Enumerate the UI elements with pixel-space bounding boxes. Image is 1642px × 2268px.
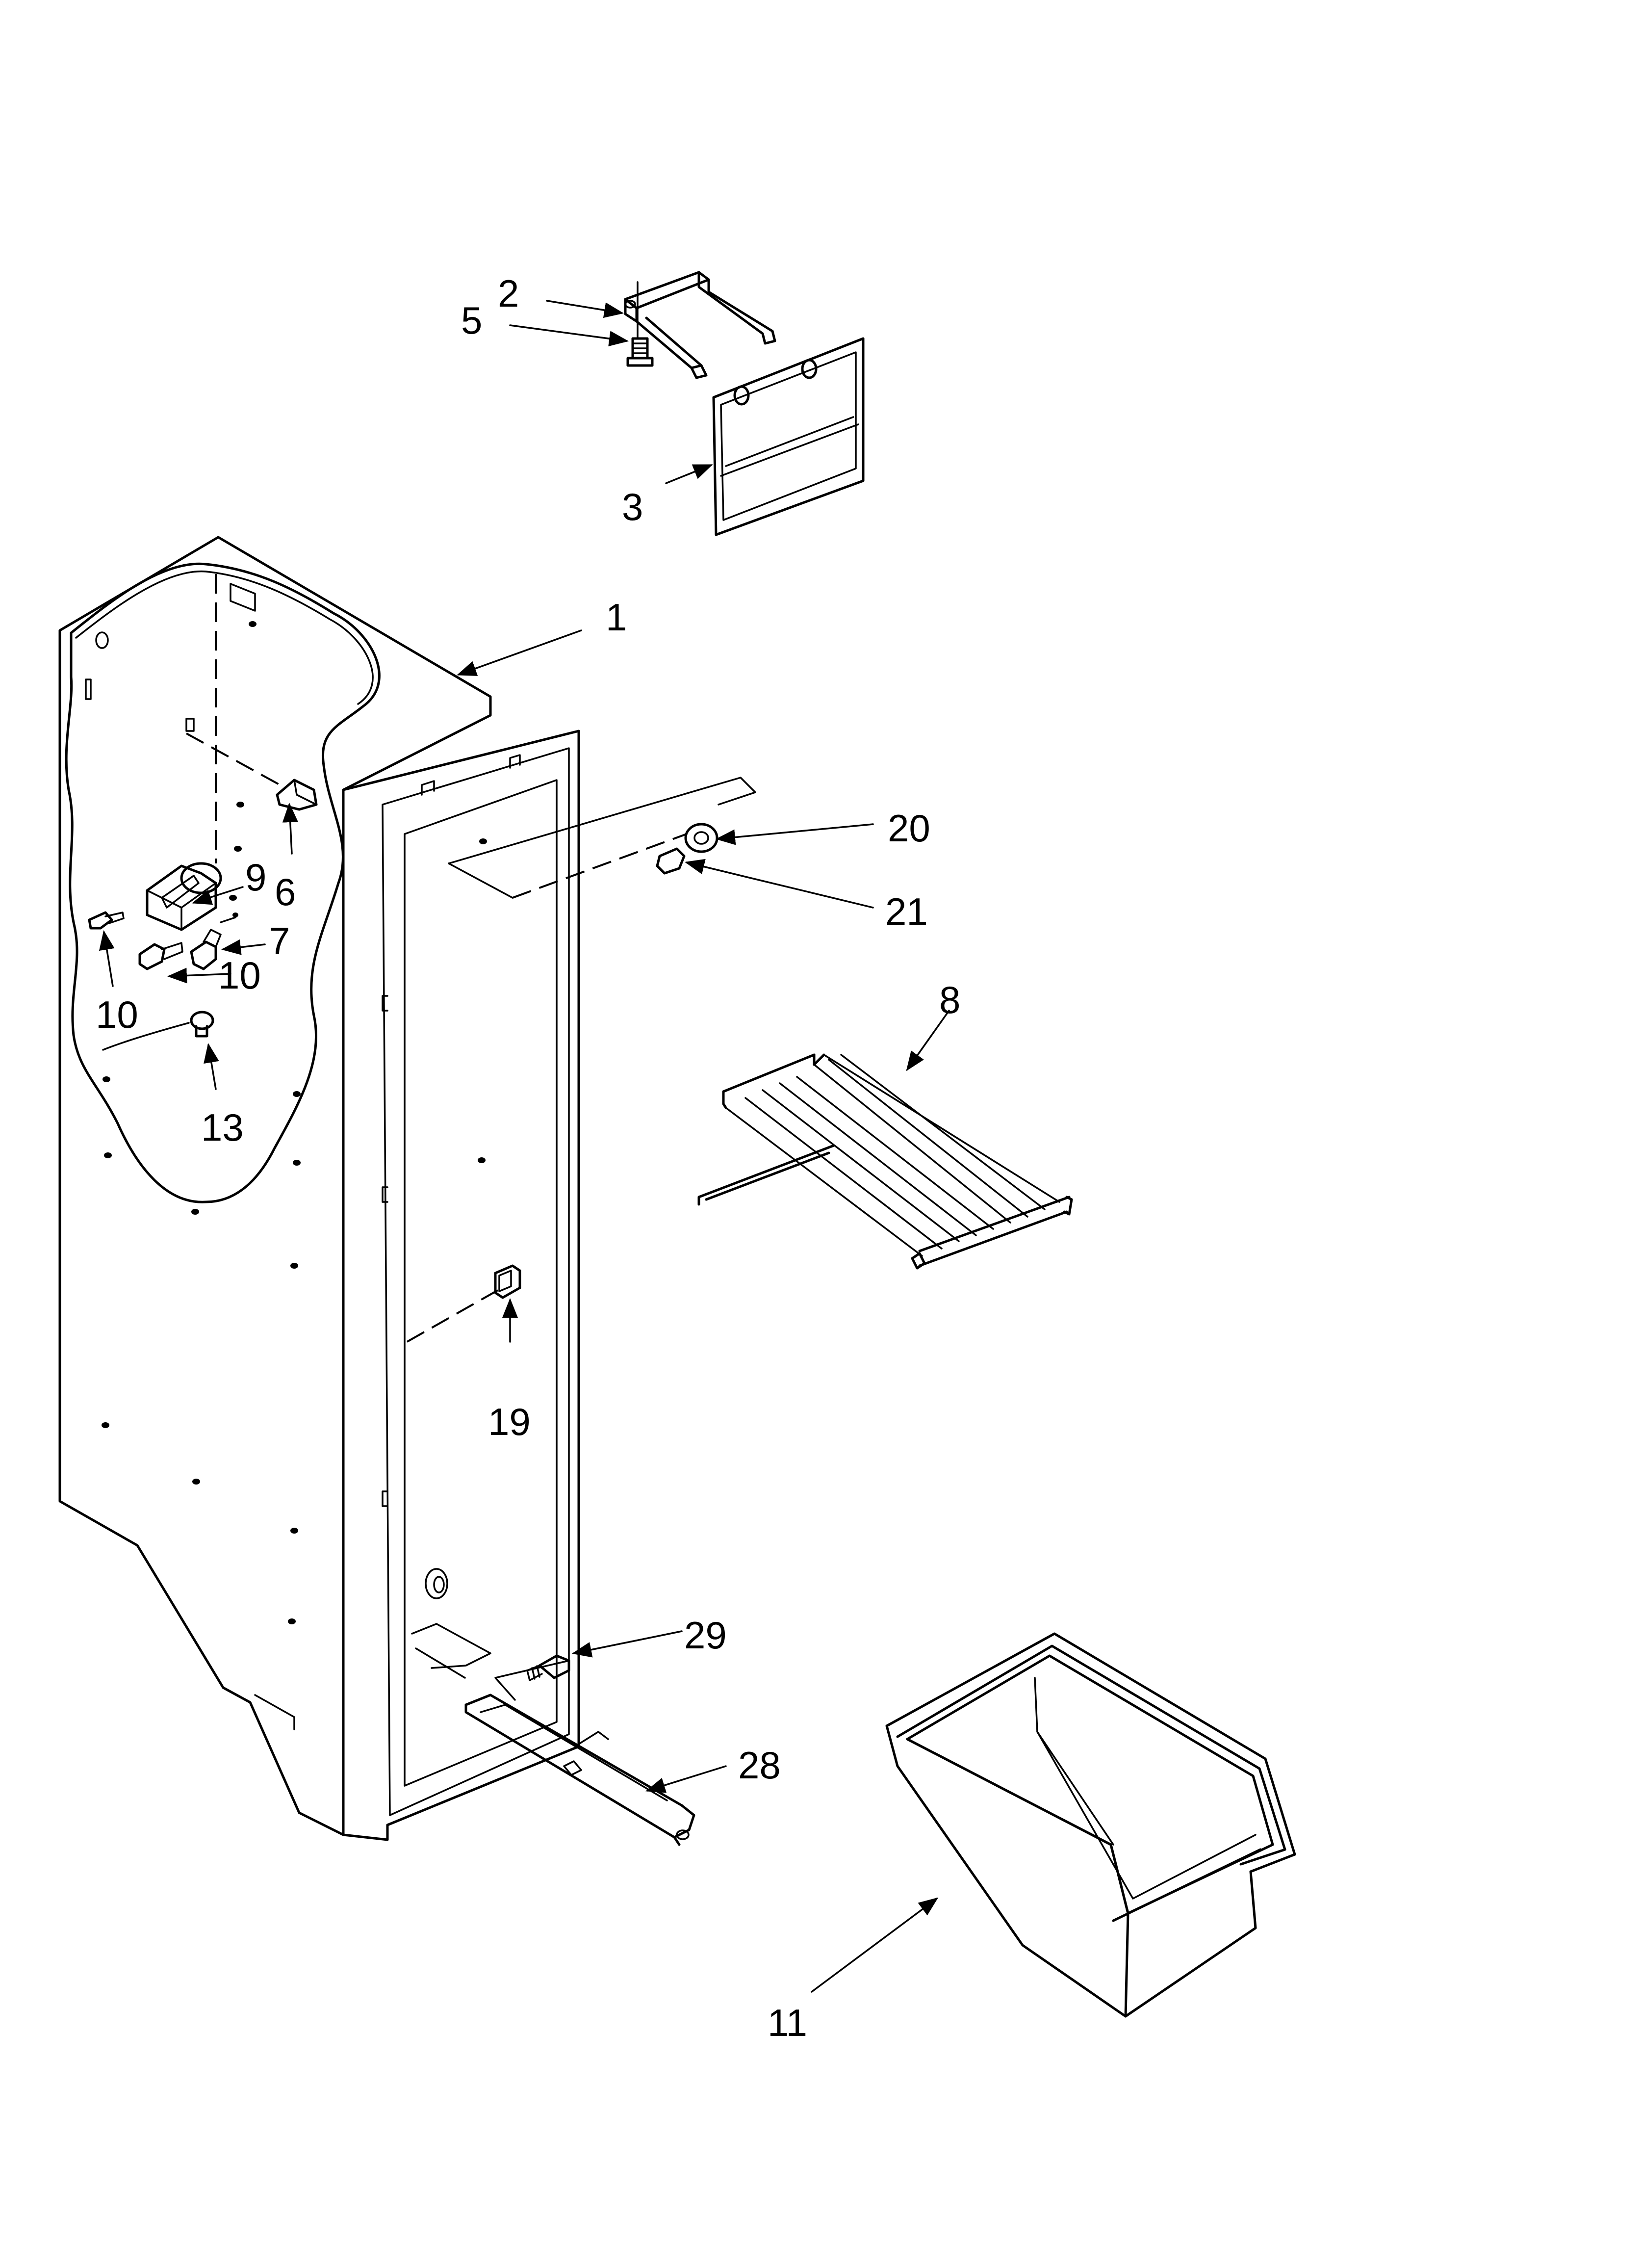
part-20-21-roller bbox=[448, 777, 756, 899]
callout-labels: 2 5 3 1 9 6 7 10 10 13 19 20 21 8 29 28 … bbox=[96, 272, 960, 2044]
part-10-screw-b bbox=[138, 942, 183, 970]
callout-2: 2 bbox=[498, 272, 519, 315]
part-11-bin bbox=[885, 1632, 1296, 2018]
part-13-plug bbox=[190, 1011, 214, 1038]
callout-19: 19 bbox=[488, 1400, 531, 1443]
callout-13: 13 bbox=[201, 1106, 244, 1149]
part-1-liner bbox=[58, 536, 580, 1841]
callout-11: 11 bbox=[768, 2001, 807, 2044]
part-7-clip bbox=[190, 912, 238, 970]
part-3-panel bbox=[712, 337, 865, 536]
liner-holes bbox=[102, 621, 487, 1624]
part-19-switch bbox=[407, 1264, 521, 1343]
callout-6: 6 bbox=[275, 870, 296, 913]
callout-1: 1 bbox=[606, 596, 627, 639]
part-29-screw bbox=[526, 1654, 570, 1681]
callout-21: 21 bbox=[885, 890, 928, 933]
callout-8: 8 bbox=[939, 978, 960, 1021]
part-9-housing bbox=[146, 862, 222, 931]
callout-7: 7 bbox=[269, 919, 290, 963]
callout-3: 3 bbox=[622, 485, 643, 528]
part-10-screw-a bbox=[88, 911, 125, 930]
callout-29: 29 bbox=[684, 1614, 727, 1657]
callout-5: 5 bbox=[461, 299, 482, 342]
callout-9: 9 bbox=[245, 856, 266, 899]
callout-10-right: 10 bbox=[218, 954, 261, 997]
part-8-wire-shelf bbox=[697, 1053, 1073, 1270]
leader-lines bbox=[99, 300, 950, 1993]
callout-28: 28 bbox=[738, 1744, 781, 1787]
part-28-rail bbox=[464, 1660, 695, 1846]
callout-10-left: 10 bbox=[96, 993, 138, 1036]
part-6-clip bbox=[186, 732, 318, 811]
callout-20: 20 bbox=[888, 807, 930, 850]
part-2-bracket bbox=[624, 271, 776, 379]
part-5-screw bbox=[626, 337, 654, 367]
